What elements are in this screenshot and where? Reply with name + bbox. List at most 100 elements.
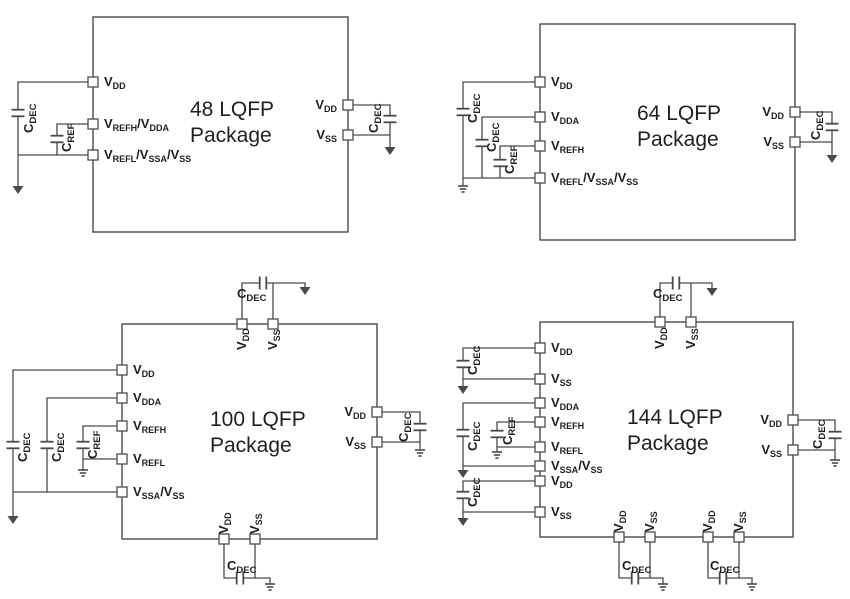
capacitor: CREF (489, 416, 518, 445)
pin-label: VSS (247, 513, 264, 534)
pin-square (87, 149, 99, 161)
pin-label: VREFH (133, 418, 166, 435)
pin-label: VDD (551, 340, 573, 357)
pin-label: VSS (683, 328, 700, 349)
pin-label: VSSA/VSS (133, 484, 185, 501)
package-title: Package (210, 434, 292, 457)
pin-label: VSSA/VSS (551, 458, 603, 475)
capacitor-gap (489, 430, 505, 438)
pin-square (534, 111, 546, 123)
capacitor-gap (39, 441, 55, 449)
ground-symbol (826, 155, 838, 163)
pin-label: VDD (315, 97, 337, 114)
pin-label: VDD (760, 412, 782, 429)
capacitor-label: CDEC (227, 558, 257, 576)
ground-symbol (747, 583, 757, 591)
package-144-lqfp: CDEC CDEC CDEC CREF CDEC CDEC CDEC CDEC VDD VSS VD… (455, 275, 843, 591)
wire (56, 123, 93, 155)
ground-symbol (384, 147, 396, 155)
pin-label: VDDA (551, 395, 580, 412)
pin-square (787, 414, 799, 426)
pin-square (534, 172, 546, 184)
pin-label: VDD (133, 362, 155, 379)
pin-label: VDD (762, 104, 784, 121)
pin-label: VREFL/VSSA/VSS (104, 147, 191, 164)
package-outline (539, 23, 796, 241)
wire (462, 480, 540, 518)
ground-symbol (78, 469, 88, 477)
capacitor: CDEC (455, 345, 483, 375)
capacitor-gap (719, 570, 727, 586)
ground-arrow-icon (457, 470, 469, 478)
capacitor-label: CREF (502, 145, 520, 174)
capacitor: CDEC (810, 419, 843, 449)
ground-symbol (299, 287, 311, 295)
pin-square (371, 436, 383, 448)
ground-arrow-icon (299, 287, 311, 295)
pin-square (534, 460, 546, 472)
pin-label: VREFH/VDDA (104, 116, 169, 133)
pin-label: VSS (761, 442, 782, 459)
wire (707, 537, 753, 584)
capacitor: CDEC (455, 421, 483, 451)
wire (348, 104, 391, 147)
pin-square (702, 531, 714, 543)
capacitor-label: CDEC (465, 421, 483, 451)
capacitor-label: CREF (500, 416, 518, 445)
pin-label: VSS (345, 434, 366, 451)
capacitor: CREF (75, 430, 103, 459)
wire (377, 411, 421, 450)
pin-square (534, 441, 546, 453)
pin-label: VREFH (551, 138, 584, 155)
capacitor: CDEC (455, 477, 483, 507)
package-title: 64 LQFP (637, 102, 721, 125)
capacitor-label: CDEC (396, 412, 414, 442)
pin-label: VREFL (133, 451, 166, 468)
pin-label: VDD (700, 510, 717, 532)
capacitor-gap (455, 429, 471, 437)
pin-label: VSS (551, 504, 572, 521)
ground-symbol (458, 185, 468, 193)
capacitor-gap (455, 360, 471, 368)
capacitor-label: CDEC (465, 477, 483, 507)
pin-square (116, 486, 128, 498)
capacitor: CDEC (653, 275, 683, 304)
ground-symbol (492, 451, 502, 459)
capacitor-label: CDEC (622, 558, 652, 576)
package-title: 100 LQFP (210, 408, 306, 431)
capacitor-label: CDEC (653, 286, 683, 304)
capacitor-gap (259, 275, 267, 291)
capacitor-label: CDEC (810, 419, 828, 449)
wire (795, 111, 833, 155)
wire (499, 145, 540, 178)
capacitor-label: CDEC (465, 345, 483, 375)
package-title: 48 LQFP (190, 98, 274, 121)
pin-label: VDD (551, 74, 573, 91)
ground-symbol (415, 449, 425, 457)
ground-arrow-icon (12, 186, 24, 194)
capacitor-gap (49, 135, 65, 143)
capacitor: CDEC (366, 103, 398, 133)
pin-square (644, 531, 656, 543)
wire (462, 347, 540, 386)
package-64-lqfp: CDECCDECCREFCDECVDDVDDAVREFHVREFL/VSSA/V… (455, 23, 840, 241)
capacitor: CDEC (710, 558, 740, 586)
capacitor-gap (827, 431, 843, 439)
pin-square (534, 342, 546, 354)
pin-square (342, 99, 354, 111)
capacitor-label: CDEC (808, 110, 826, 140)
capacitor-label: CDEC (15, 432, 33, 462)
pin-square (87, 76, 99, 88)
capacitor-gap (75, 441, 91, 449)
pin-square (534, 475, 546, 487)
pin-square (342, 129, 354, 141)
pin-label: VSS (316, 127, 337, 144)
capacitor-label: CDEC (465, 93, 483, 123)
wire (793, 419, 836, 460)
pin-square (534, 76, 546, 88)
wire (659, 282, 713, 322)
wire (46, 397, 122, 492)
pin-label: VSS (265, 329, 282, 350)
capacitor: CDEC (5, 432, 33, 462)
